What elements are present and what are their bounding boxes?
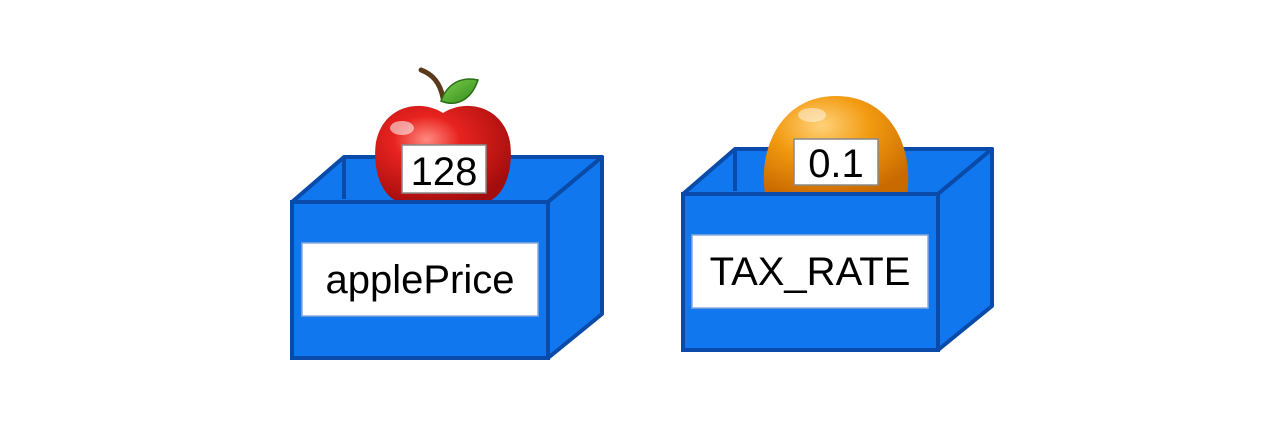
variable-name: TAX_RATE	[710, 250, 911, 294]
value-label-bg	[401, 144, 487, 194]
variable-name: applePrice	[325, 258, 514, 302]
value-label-bg	[793, 138, 879, 186]
variable-value: 128	[411, 150, 478, 194]
variable-value: 0.1	[808, 142, 864, 186]
variable-box-apple-price: 128 applePrice	[290, 67, 604, 360]
name-label-bg	[691, 234, 929, 309]
variable-box-tax-rate: 0.1 TAX_RATE	[681, 96, 994, 352]
name-label-bg	[301, 242, 539, 317]
